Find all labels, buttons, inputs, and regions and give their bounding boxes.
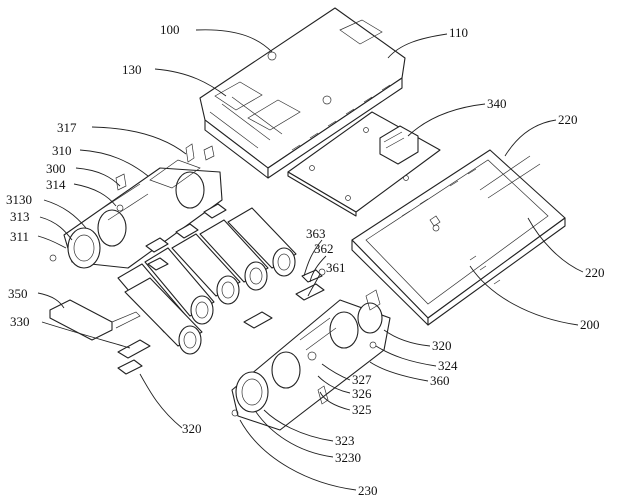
battery-cells — [117, 207, 297, 355]
reference-labels: 100 110 130 340 317 220 310 300 314 3130… — [6, 22, 605, 498]
label-320-bottom: 320 — [182, 421, 202, 436]
label-327: 327 — [352, 372, 372, 387]
label-310: 310 — [52, 143, 72, 158]
label-323: 323 — [335, 433, 355, 448]
cell-front-3 — [124, 277, 203, 355]
label-317: 317 — [57, 120, 77, 135]
label-311: 311 — [10, 229, 29, 244]
bottom-housing-200 — [351, 149, 566, 326]
label-220-top: 220 — [558, 112, 578, 127]
cell-back-1 — [227, 207, 297, 277]
label-326: 326 — [352, 386, 372, 401]
label-100: 100 — [160, 22, 180, 37]
right-holder-320 — [231, 289, 391, 431]
label-3230: 3230 — [335, 450, 361, 465]
label-360: 360 — [430, 373, 450, 388]
label-362: 362 — [314, 241, 334, 256]
label-110: 110 — [449, 25, 468, 40]
leader-lines — [37, 29, 584, 491]
label-314: 314 — [46, 177, 66, 192]
label-220-right: 220 — [585, 265, 605, 280]
label-320-right: 320 — [432, 338, 452, 353]
cell-back-2 — [199, 219, 269, 291]
top-cover-100 — [199, 7, 406, 179]
label-200: 200 — [580, 317, 600, 332]
label-361: 361 — [326, 260, 346, 275]
label-350: 350 — [8, 286, 28, 301]
label-130: 130 — [122, 62, 142, 77]
label-340: 340 — [487, 96, 507, 111]
label-300: 300 — [46, 161, 66, 176]
label-330: 330 — [10, 314, 30, 329]
cell-back-3 — [171, 233, 241, 305]
label-363: 363 — [306, 226, 326, 241]
label-3130: 3130 — [6, 192, 32, 207]
label-230: 230 — [358, 483, 378, 498]
label-313: 313 — [10, 209, 30, 224]
left-holder-310 — [49, 143, 223, 269]
label-324: 324 — [438, 358, 458, 373]
label-325: 325 — [352, 402, 372, 417]
